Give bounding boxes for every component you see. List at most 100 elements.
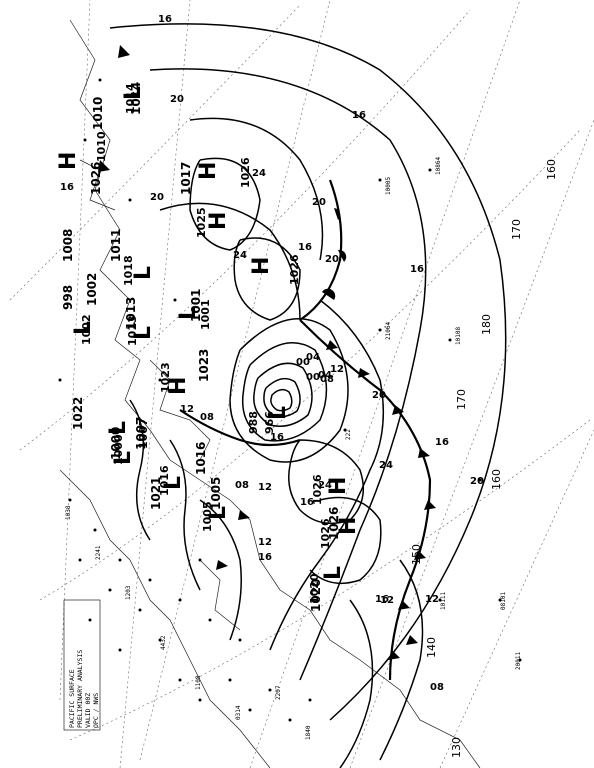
front-semicircle [338,249,347,262]
isobar-label: 16 [435,437,449,448]
cold-front [299,319,432,681]
svg-text:1108: 1108 [195,675,202,690]
legend-line: PRELIMINARY ANALYSIS [76,650,84,728]
pressure-value: 1023 [197,349,211,382]
legend-line: PACIFIC SURFACE [68,669,76,728]
front-barb [406,635,418,645]
front-barb [424,500,436,510]
svg-text:4432: 4432 [160,635,167,650]
pressure-value: 1010 [91,97,105,130]
svg-text:08101: 08101 [500,592,507,610]
isobar-label: 08 [200,412,214,423]
svg-text:1038: 1038 [65,505,72,520]
pressure-value: 1001 [189,289,203,322]
center-value: 1025 [195,207,208,238]
isobar-label: 08 [430,682,444,693]
pressure-value: 1021 [149,477,163,510]
longitude-label: 160 [490,469,503,490]
isobar-label: 12 [180,404,194,415]
isobar-label: 20 [170,94,184,105]
front-barb [98,160,110,172]
svg-text:10108: 10108 [455,327,462,345]
isobar-label: 12 [258,537,272,548]
pressure-value: 1022 [71,397,85,430]
longitude-label: 150 [410,544,423,565]
isobar-label: 24 [318,480,332,491]
isobar-label: 16 [300,497,314,508]
pressure-value: 1026 [327,507,341,540]
isobar-label: 08 [320,374,334,385]
isobar-label: 24 [252,168,266,179]
center-value: 1026 [311,474,324,505]
low-center: L [71,321,96,335]
center-value: 1026 [319,518,332,549]
isobar-label: 24 [379,460,393,471]
low-center: L [106,421,131,435]
pressure-value: 1007 [134,417,148,450]
fronts [98,45,436,681]
center-value: 1007 [137,418,150,449]
isobar-label: 20 [470,476,484,487]
longitude-label: 170 [510,219,523,240]
isobar-label: 16 [375,594,389,605]
isobar-label: 20 [150,192,164,203]
svg-text:10864: 10864 [435,157,442,175]
center-value: 1014 [124,83,137,114]
low-center: L [111,451,136,465]
low-center: L [321,566,346,580]
center-value: 1002 [80,314,93,345]
center-value: 966 [263,411,276,434]
high-center: H [249,257,274,275]
svg-text:2207: 2207 [275,685,282,700]
pressure-value: 1008 [61,229,75,262]
low-center: L [176,306,201,320]
center-value: 1000 [112,434,125,465]
svg-text:1840: 1840 [305,725,312,740]
legend-block: PACIFIC SURFACE PRELIMINARY ANALYSIS VAL… [63,599,101,731]
legend-line: VALID 00Z [84,693,92,728]
front-semicircle [322,288,336,300]
low-center: L [131,266,156,280]
isobar-label: 16 [258,552,272,563]
isobar-label: 12 [330,364,344,375]
pressure-value: 1014 [129,82,143,115]
isobar-label: 16 [270,432,284,443]
front-barb [418,448,430,458]
svg-text:20011: 20011 [515,652,522,670]
isobar-label: 16 [298,242,312,253]
longitude-label: 160 [545,159,558,180]
isobar-label: 16 [410,264,424,275]
isobar-label: 20 [325,254,339,265]
longitude-label: 180 [480,314,493,335]
center-value: 1023 [159,362,172,393]
low-center: L [131,326,156,340]
warm-front [299,179,343,321]
center-value: 1016 [158,465,171,496]
svg-text:10111: 10111 [440,592,447,610]
pressure-value: 1013 [124,297,138,330]
front-barb [118,45,130,58]
low-center: L [161,476,186,490]
low-center: L [266,406,291,420]
pressure-value: 998 [61,285,75,310]
high-center: H [336,517,361,535]
svg-text:0314: 0314 [235,705,242,720]
front-barb [216,560,228,570]
isobar-label: 12 [425,594,439,605]
center-value: 1026 [239,157,252,188]
isobar-label: 04 [318,370,332,381]
station-text: 1038 2241 1203 4432 1108 0314 2207 1840 … [65,157,522,740]
coastlines [59,19,481,768]
legend-line: OPC / NWS [92,693,100,728]
svg-text:21064: 21064 [385,322,392,340]
longitude-label: 130 [450,737,463,758]
front-barb [392,405,404,415]
high-center: H [166,377,191,395]
front-semicircle [334,208,341,220]
center-value: 1013 [126,315,139,346]
isobar-label: 24 [233,250,247,261]
low-center: L [121,86,146,100]
svg-text:10005: 10005 [385,177,392,195]
svg-text:2241: 2241 [95,545,102,560]
